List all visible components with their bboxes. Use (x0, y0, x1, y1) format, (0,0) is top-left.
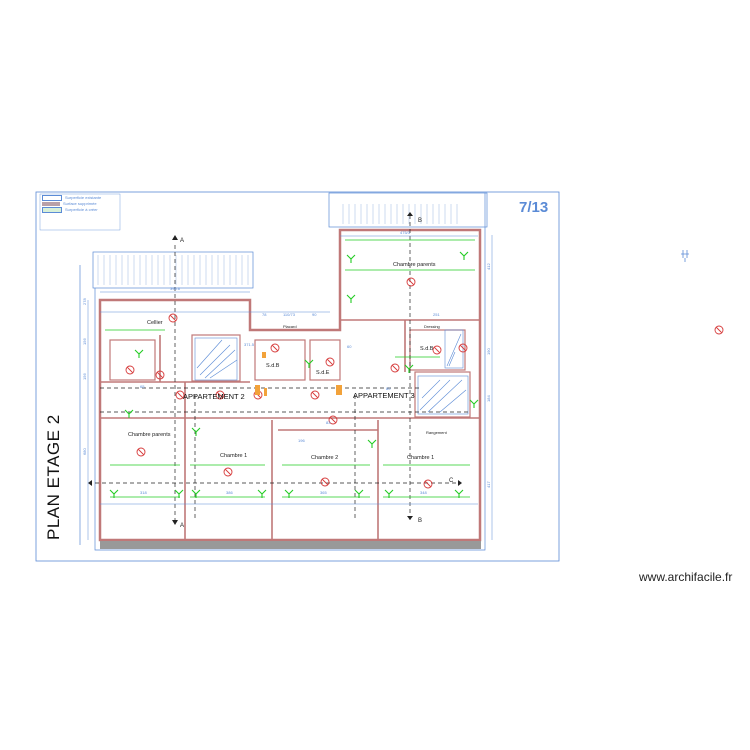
legend-item: Surperficie à créer (42, 207, 101, 213)
dim-top-4: 475/3 (400, 230, 411, 235)
dim-int-5: 83 (326, 420, 331, 425)
electrical-runs (105, 239, 475, 498)
legend-item: Surperficie existante (42, 195, 101, 201)
dim-right-3: 417 (486, 481, 491, 488)
blue-outline (79, 193, 486, 551)
building-walls (98, 228, 482, 542)
dim-left-1: 156 (82, 338, 87, 345)
dim-int-0: 196 (298, 438, 305, 443)
dim-left-3: 680 (82, 448, 87, 455)
dimension-labels: 396.6 78 110/73 90 475/3 251 318 386 365… (82, 230, 491, 495)
room-dressing: Dressing (424, 324, 440, 329)
stairs-left (194, 337, 238, 381)
apartment-labels: APPARTEMENT 2 APPARTEMENT 3 (183, 391, 415, 401)
room-chambre-2: Chambre 2 (311, 455, 338, 461)
section-arrows (88, 212, 462, 525)
section-b-bottom: B (418, 518, 422, 524)
roof-left (92, 251, 254, 289)
room-rangement: Rangement (426, 430, 448, 435)
room-placard: Placard (283, 324, 297, 329)
room-chambre-1-left: Chambre 1 (220, 453, 247, 459)
room-cellier: Cellier (147, 320, 163, 326)
dim-top-2: 110/73 (283, 312, 296, 317)
section-a-top: A (180, 238, 184, 244)
room-sdb-1: S.d.B (266, 363, 280, 369)
stairs-right (417, 329, 469, 415)
section-c: C (449, 478, 454, 484)
section-b-top: B (418, 218, 422, 224)
room-chambre-1-right: Chambre 1 (407, 455, 434, 461)
dim-right-1: 190 (486, 348, 491, 355)
section-letters: A A B B C (180, 218, 454, 529)
room-labels: Cellier Chambre parents Chambre 1 Chambr… (128, 262, 448, 461)
dim-left-2: 156 (82, 373, 87, 380)
dim-bottom-3: 348 (420, 490, 427, 495)
plan-title: PLAN ETAGE 2 (44, 414, 63, 540)
plug-icon (681, 250, 689, 262)
dimension-lines (87, 235, 493, 540)
orange-markers (255, 352, 342, 396)
dim-int-1: 371.5 (244, 342, 255, 347)
dim-top-3: 90 (312, 312, 317, 317)
dim-int-4: 65 (140, 384, 145, 389)
sheet-frame (35, 191, 560, 562)
room-sdb-2: S.d.B (420, 346, 434, 352)
dim-bottom-1: 386 (226, 490, 233, 495)
dim-top-1: 78 (262, 312, 267, 317)
dim-int-2: 60 (347, 344, 352, 349)
dim-right-2: 184 (486, 395, 491, 402)
apartment-3-label: APPARTEMENT 3 (353, 391, 415, 400)
light-fixtures (125, 277, 724, 489)
dim-top-5: 251 (433, 312, 440, 317)
room-chambre-parents-right: Chambre parents (393, 262, 436, 268)
legend-label: Surface supprimée (63, 201, 97, 206)
dim-right-0: 412 (486, 263, 491, 270)
room-sde: S.d.E (316, 370, 330, 376)
floor-strip (100, 541, 481, 549)
legend-swatch (42, 207, 62, 213)
apartment-2-label: APPARTEMENT 2 (183, 392, 245, 401)
interior-walls (100, 319, 480, 540)
room-chambre-parents-left: Chambre parents (128, 432, 171, 438)
legend-label: Surperficie existante (65, 195, 102, 200)
legend: Surperficie existante Surface supprimée … (42, 195, 101, 213)
section-lines (95, 215, 470, 525)
dim-left-0: 278 (82, 298, 87, 305)
legend-item: Surface supprimée (42, 201, 101, 207)
dim-bottom-0: 318 (140, 490, 147, 495)
dim-top-0: 396.6 (170, 286, 181, 291)
legend-swatch (42, 195, 62, 201)
legend-swatch (42, 202, 60, 206)
electrical-symbols (109, 251, 479, 498)
section-a-bottom: A (180, 523, 184, 529)
page-number: 7/13 (519, 199, 549, 216)
dim-int-3: 80 (386, 386, 391, 391)
roof-right (328, 192, 488, 228)
legend-label: Surperficie à créer (65, 207, 98, 212)
dim-bottom-2: 365 (320, 490, 327, 495)
watermark: www.archifacile.fr (639, 570, 733, 584)
